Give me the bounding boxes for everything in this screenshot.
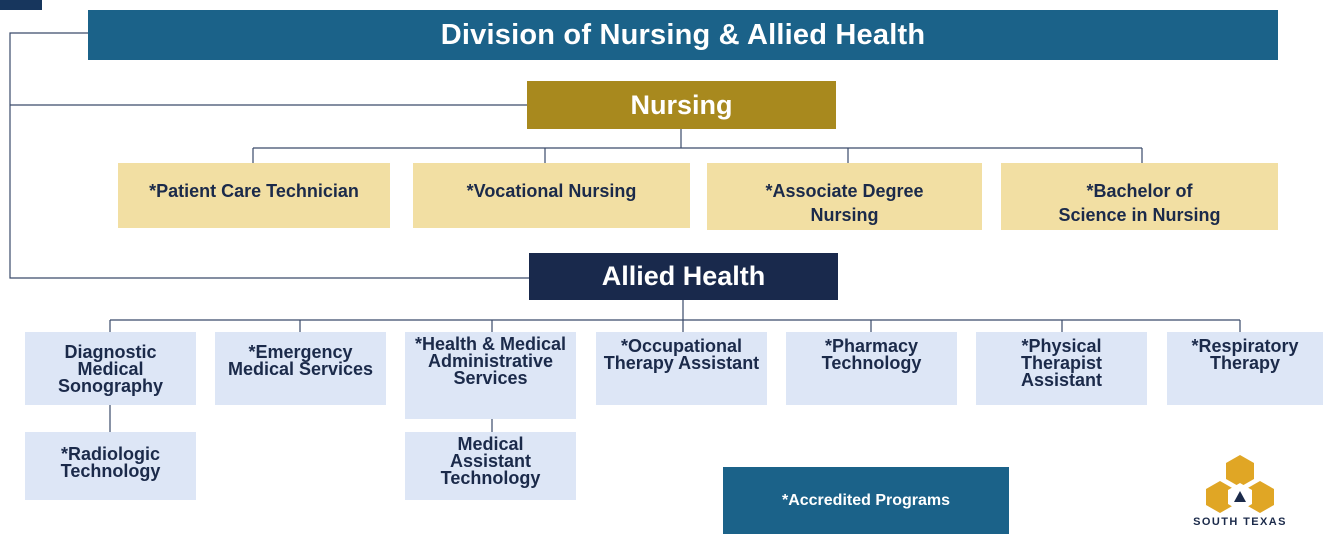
program-radiologic-technology: *Radiologic Technology: [25, 432, 196, 500]
nursing-header: Nursing: [527, 81, 836, 129]
program-patient-care-technician: *Patient Care Technician: [118, 163, 390, 228]
program-pharmacy-technology: *Pharmacy Technology: [786, 332, 957, 405]
division-title: Division of Nursing & Allied Health: [88, 10, 1278, 60]
program-medical-assistant-technology: Medical Assistant Technology: [405, 432, 576, 500]
program-respiratory-therapy: *Respiratory Therapy: [1167, 332, 1323, 405]
program-bachelor-of-science-nursing: *Bachelor of Science in Nursing: [1001, 163, 1278, 230]
logo-wordmark: SOUTH TEXAS: [1193, 516, 1287, 528]
accredited-programs-legend: *Accredited Programs: [723, 467, 1009, 534]
corner-accent: [0, 0, 42, 10]
program-physical-therapist-assistant: *Physical Therapist Assistant: [976, 332, 1147, 405]
program-vocational-nursing: *Vocational Nursing: [413, 163, 690, 228]
allied-health-header: Allied Health: [529, 253, 838, 300]
program-health-medical-administrative-services: *Health & Medical Administrative Service…: [405, 332, 576, 419]
program-occupational-therapy-assistant: *Occupational Therapy Assistant: [596, 332, 767, 405]
program-emergency-medical-services: *Emergency Medical Services: [215, 332, 386, 405]
program-diagnostic-medical-sonography: Diagnostic Medical Sonography: [25, 332, 196, 405]
program-associate-degree-nursing: *Associate Degree Nursing: [707, 163, 982, 230]
south-texas-logo-icon: [1206, 455, 1274, 513]
